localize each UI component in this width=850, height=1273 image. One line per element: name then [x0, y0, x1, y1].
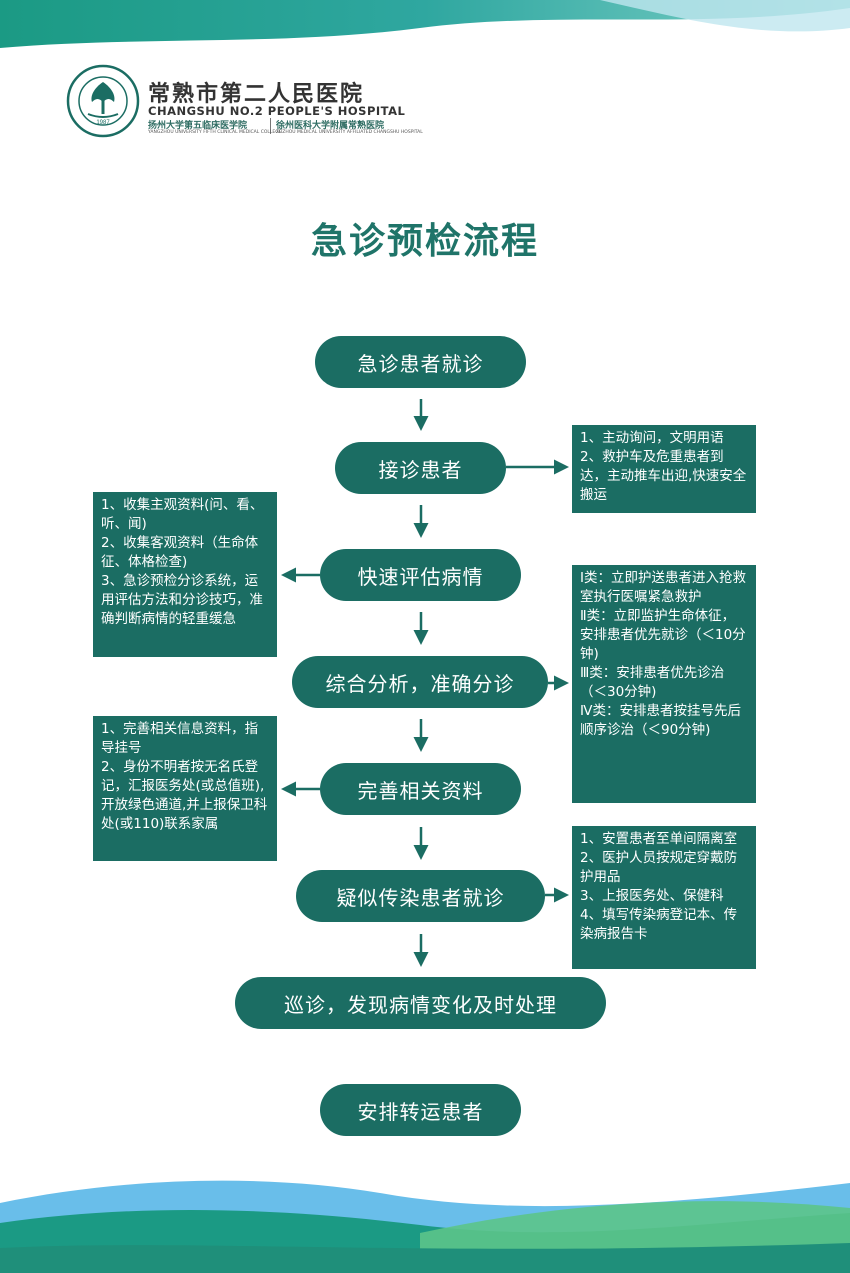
- step-emergency-visit: 急诊患者就诊: [315, 336, 526, 388]
- note-infectious-line: 3、上报医务处、保健科: [580, 888, 724, 904]
- hospital-name-cn: 常熟市第二人民医院: [148, 82, 365, 107]
- note-reception-line: 1、主动询问，文明用语: [580, 430, 724, 446]
- note-triage-line: Ⅰ类：立即护送患者进入抢救室执行医嘱紧急救护: [580, 570, 746, 605]
- top-wave-decoration: [0, 0, 850, 48]
- note-triage-line: Ⅲ类：安排患者优先诊治: [580, 665, 725, 681]
- step-quick-assessment: 快速评估病情: [320, 549, 521, 601]
- affiliation-left-cn: 扬州大学第五临床医学院: [148, 121, 248, 131]
- hospital-name-en: CHANGSHU NO.2 PEOPLE'S HOSPITAL: [148, 104, 406, 118]
- note-assessment-line: 2、收集客观资料（生命体征、体格检查): [101, 535, 259, 570]
- affiliation-separator: [270, 118, 271, 134]
- affiliation-left-en: YANGZHOU UNIVERSITY FIFTH CLINICAL MEDIC…: [148, 130, 282, 135]
- step-triage: 综合分析，准确分诊: [292, 656, 548, 708]
- page-title: 急诊预检流程: [310, 221, 539, 262]
- step-complete-records: 完善相关资料: [320, 763, 521, 815]
- note-triage-line: Ⅱ类：立即监护生命体征，安排患者优先就诊（＜10分钟): [580, 608, 746, 662]
- hospital-logo: 1987: [66, 64, 140, 138]
- step-receive-patient: 接诊患者: [335, 442, 506, 494]
- affiliation-right-cn: 徐州医科大学附属常熟医院: [276, 121, 385, 131]
- note-infectious: 1、安置患者至单间隔离室 2、医护人员按规定穿戴防护用品 3、上报医务处、保健科…: [572, 826, 756, 969]
- step-transfer: 安排转运患者: [320, 1084, 521, 1136]
- note-reception: 1、主动询问，文明用语 2、救护车及危重患者到达，主动推车出迎,快速安全搬运: [572, 425, 756, 513]
- step-infectious-suspect: 疑似传染患者就诊: [296, 870, 545, 922]
- step-patrol: 巡诊，发现病情变化及时处理: [235, 977, 606, 1029]
- note-infectious-line: 1、安置患者至单间隔离室: [580, 831, 738, 847]
- note-records-line: 2、身份不明者按无名氏登记，汇报医务处(或总值班),开放绿色通道,并上报保卫科处…: [101, 759, 268, 832]
- note-triage-line: Ⅳ类：安排患者按挂号先后顺序诊治（＜90分钟): [580, 703, 741, 738]
- note-records: 1、完善相关信息资料，指导挂号 2、身份不明者按无名氏登记，汇报医务处(或总值班…: [93, 716, 277, 861]
- note-triage-line: （＜30分钟): [580, 684, 657, 700]
- note-records-line: 1、完善相关信息资料，指导挂号: [101, 721, 259, 756]
- note-triage: Ⅰ类：立即护送患者进入抢救室执行医嘱紧急救护 Ⅱ类：立即监护生命体征，安排患者优…: [572, 565, 756, 803]
- affiliation-right-en: XUZHOU MEDICAL UNIVERSITY AFFILIATED CHA…: [276, 130, 423, 135]
- logo-year: 1987: [96, 120, 110, 126]
- note-infectious-line: 2、医护人员按规定穿戴防护用品: [580, 850, 738, 885]
- note-assessment: 1、收集主观资料(问、看、听、闻) 2、收集客观资料（生命体征、体格检查) 3、…: [93, 492, 277, 657]
- note-infectious-line: 4、填写传染病登记本、传染病报告卡: [580, 907, 738, 942]
- note-assessment-line: 1、收集主观资料(问、看、听、闻): [101, 497, 264, 532]
- note-assessment-line: 3、急诊预检分诊系统，运用评估方法和分诊技巧，准确判断病情的轻重缓急: [101, 573, 263, 627]
- bottom-wave-decoration: [0, 1180, 850, 1273]
- note-reception-line: 2、救护车及危重患者到达，主动推车出迎,快速安全搬运: [580, 449, 747, 503]
